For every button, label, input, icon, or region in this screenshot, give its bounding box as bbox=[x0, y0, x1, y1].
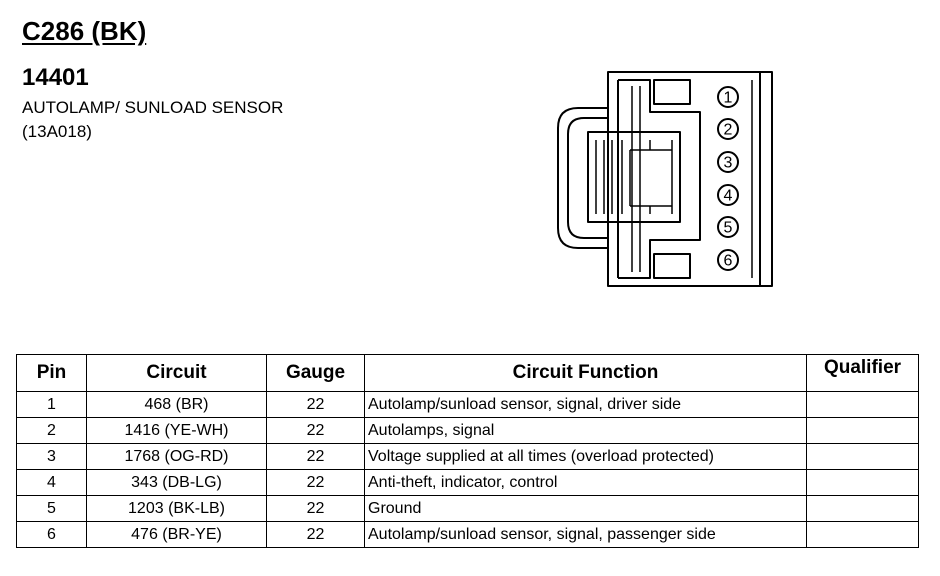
cell-qualifier bbox=[806, 417, 919, 444]
pin-circle-6 bbox=[717, 249, 739, 271]
pin-circle-1 bbox=[717, 86, 739, 108]
cell-pin: 1 bbox=[16, 391, 87, 418]
pin-circle-5 bbox=[717, 216, 739, 238]
cell-gauge: 22 bbox=[266, 495, 365, 522]
terminal-block bbox=[587, 131, 681, 223]
cell-qualifier bbox=[806, 391, 919, 418]
connector-housing bbox=[607, 71, 773, 287]
pin-label-6: 6 bbox=[724, 253, 733, 270]
cell-pin: 2 bbox=[16, 417, 87, 444]
top-keyway bbox=[653, 79, 691, 105]
connector-latch-inner bbox=[567, 117, 608, 239]
pin-label-2: 2 bbox=[724, 122, 733, 139]
cell-circuit-function: Autolamp/sunload sensor, signal, driver … bbox=[364, 391, 807, 418]
pin-label-1: 1 bbox=[724, 90, 733, 107]
pin-circle-3 bbox=[717, 151, 739, 173]
pin-label-4: 4 bbox=[724, 188, 733, 205]
table-row: 3 1768 (OG-RD) 22 Voltage supplied at al… bbox=[16, 443, 919, 470]
connector-cavity bbox=[617, 79, 701, 279]
header-pin: Pin bbox=[16, 354, 87, 392]
cell-qualifier bbox=[806, 521, 919, 548]
table-header-row: Pin Circuit Gauge Circuit Function Quali… bbox=[16, 354, 919, 392]
cell-qualifier bbox=[806, 443, 919, 470]
cell-circuit-function: Autolamp/sunload sensor, signal, passeng… bbox=[364, 521, 807, 548]
table-row: 6 476 (BR-YE) 22 Autolamp/sunload sensor… bbox=[16, 521, 919, 548]
cell-circuit: 343 (DB-LG) bbox=[86, 469, 267, 496]
table-row: 2 1416 (YE-WH) 22 Autolamps, signal bbox=[16, 417, 919, 444]
cell-circuit: 1768 (OG-RD) bbox=[86, 443, 267, 470]
cell-qualifier bbox=[806, 495, 919, 522]
cell-gauge: 22 bbox=[266, 521, 365, 548]
cell-gauge: 22 bbox=[266, 391, 365, 418]
cell-gauge: 22 bbox=[266, 443, 365, 470]
table-row: 1 468 (BR) 22 Autolamp/sunload sensor, s… bbox=[16, 391, 919, 418]
cell-circuit: 476 (BR-YE) bbox=[86, 521, 267, 548]
table-row: 5 1203 (BK-LB) 22 Ground bbox=[16, 495, 919, 522]
cell-pin: 3 bbox=[16, 443, 87, 470]
header-gauge: Gauge bbox=[266, 354, 365, 392]
table-row: 4 343 (DB-LG) 22 Anti-theft, indicator, … bbox=[16, 469, 919, 496]
component-code: (13A018) bbox=[22, 122, 92, 141]
pinout-table: Pin Circuit Gauge Circuit Function Quali… bbox=[16, 354, 919, 548]
cell-gauge: 22 bbox=[266, 469, 365, 496]
header-circuit: Circuit bbox=[86, 354, 267, 392]
cell-circuit-function: Autolamps, signal bbox=[364, 417, 807, 444]
part-number: 14401 bbox=[22, 64, 89, 91]
cell-circuit-function: Voltage supplied at all times (overload … bbox=[364, 443, 807, 470]
connector-id-title: C286 (BK) bbox=[22, 16, 147, 46]
connector-latch bbox=[557, 107, 608, 249]
cell-circuit-function: Anti-theft, indicator, control bbox=[364, 469, 807, 496]
cell-circuit: 1203 (BK-LB) bbox=[86, 495, 267, 522]
cell-pin: 5 bbox=[16, 495, 87, 522]
pin-circle-2 bbox=[717, 118, 739, 140]
cell-gauge: 22 bbox=[266, 417, 365, 444]
cell-qualifier bbox=[806, 469, 919, 496]
pin-circle-4 bbox=[717, 184, 739, 206]
bottom-keyway bbox=[653, 253, 691, 279]
connector-face-diagram: 1 2 3 4 5 6 bbox=[557, 71, 773, 287]
cell-circuit: 1416 (YE-WH) bbox=[86, 417, 267, 444]
cell-pin: 6 bbox=[16, 521, 87, 548]
header-qualifier: Qualifier bbox=[806, 354, 919, 392]
pin-label-5: 5 bbox=[724, 220, 733, 237]
component-name: AUTOLAMP/ SUNLOAD SENSOR bbox=[22, 98, 284, 117]
cell-circuit: 468 (BR) bbox=[86, 391, 267, 418]
header-circuit-function: Circuit Function bbox=[364, 354, 807, 392]
cell-circuit-function: Ground bbox=[364, 495, 807, 522]
cell-pin: 4 bbox=[16, 469, 87, 496]
pin-label-3: 3 bbox=[724, 155, 733, 172]
